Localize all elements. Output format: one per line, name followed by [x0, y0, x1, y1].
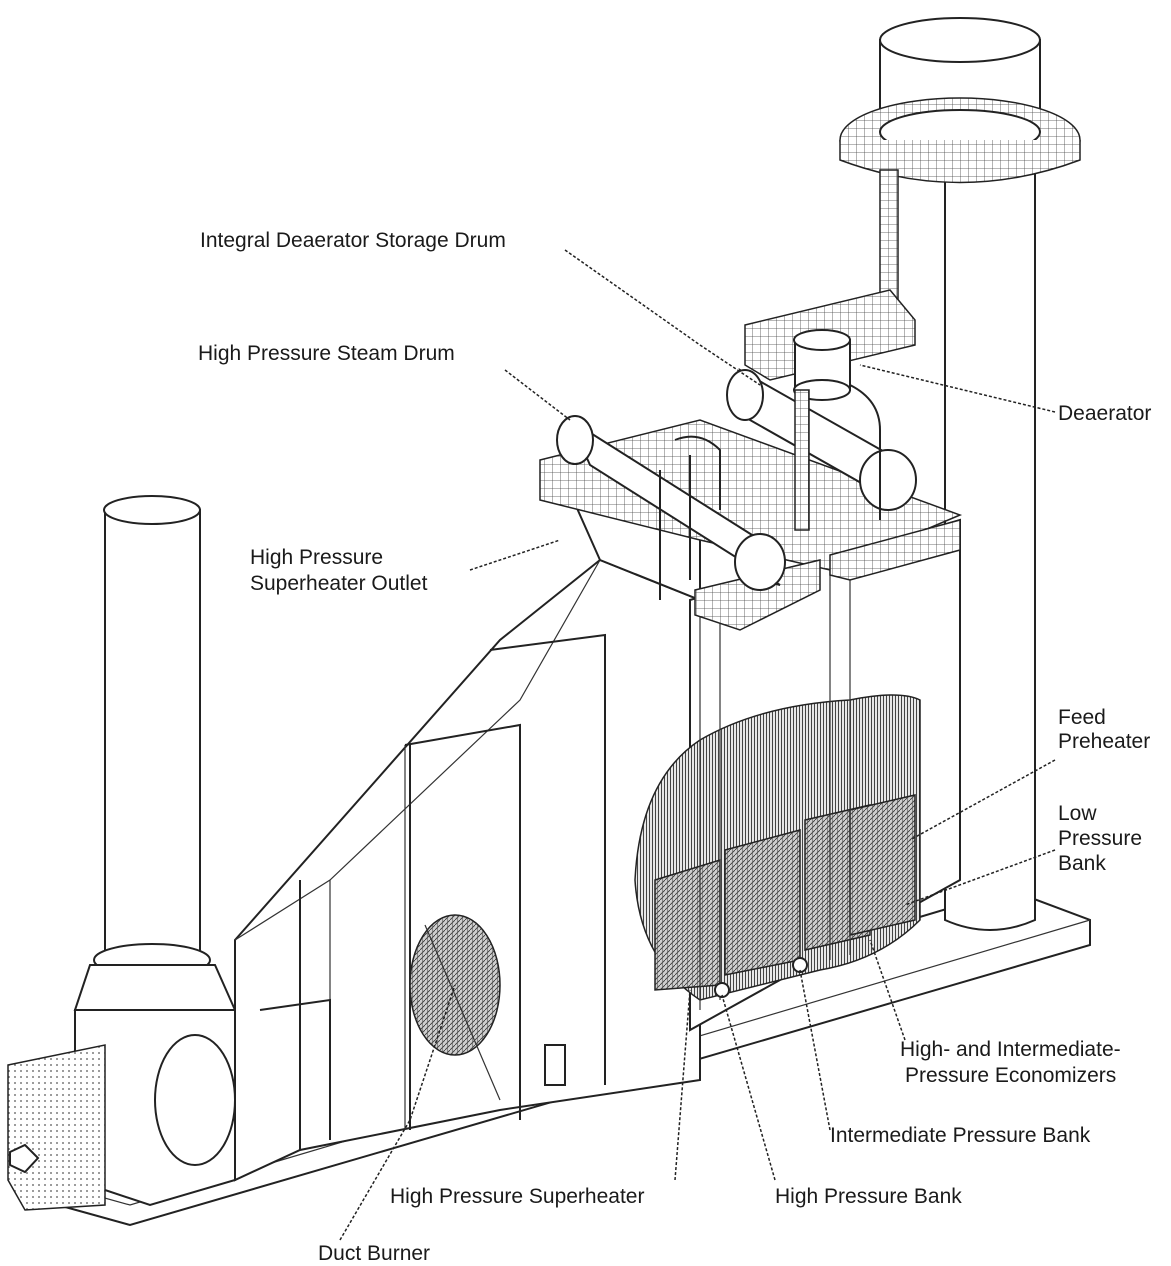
- label-high-pressure-superheater: High Pressure Superheater: [390, 1185, 644, 1208]
- label-hp-superheater-outlet-2: Superheater Outlet: [250, 572, 428, 595]
- label-economizers-2: Pressure Economizers: [905, 1064, 1116, 1087]
- label-intermediate-pressure-bank: Intermediate Pressure Bank: [830, 1124, 1091, 1147]
- label-economizers-1: High- and Intermediate-: [900, 1038, 1121, 1061]
- label-hp-superheater-outlet-1: High Pressure: [250, 546, 383, 569]
- label-low-pressure-bank-2: Pressure: [1058, 827, 1142, 850]
- label-low-pressure-bank-3: Bank: [1058, 852, 1106, 875]
- leader-lines: [339, 249, 1056, 1241]
- label-feed-preheater-1: Feed: [1058, 706, 1106, 729]
- label-high-pressure-bank: High Pressure Bank: [775, 1185, 962, 1208]
- inlet-box: [7, 1009, 236, 1211]
- label-high-pressure-steam-drum: High Pressure Steam Drum: [198, 342, 455, 365]
- label-integral-deaerator-storage-drum: Integral Deaerator Storage Drum: [200, 229, 506, 252]
- label-deaerator: Deaerator: [1058, 402, 1151, 425]
- deaerator-vessel: [793, 329, 881, 531]
- label-duct-burner: Duct Burner: [318, 1242, 430, 1265]
- bypass-stack: [73, 495, 237, 1011]
- hp-steam-drum: [556, 415, 786, 600]
- label-low-pressure-bank-1: Low: [1058, 802, 1097, 825]
- label-feed-preheater-2: Preheater: [1058, 730, 1150, 753]
- transition-duct: [234, 558, 701, 1182]
- deaerator-storage-drum: [726, 368, 917, 511]
- labels: Integral Deaerator Storage Drum High Pre…: [198, 229, 1151, 1265]
